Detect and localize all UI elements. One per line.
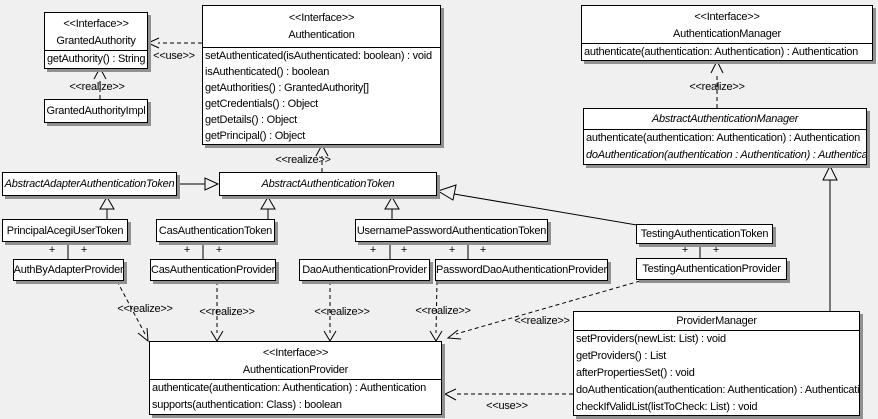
edge-label-realize: <<realize>> — [117, 303, 173, 315]
method: isAuthenticated() : boolean — [205, 66, 330, 78]
method: getAuthorities() : GrantedAuthority[] — [205, 82, 369, 94]
generalization-providermanager-to-abstractauthenticationmanager — [822, 164, 838, 311]
class-cas-authentication-provider[interactable]: CasAuthenticationProvider — [150, 259, 276, 281]
realize-testingprovider-line — [455, 280, 641, 335]
edge-label-realize: <<realize>> — [514, 315, 570, 327]
multiplicity-plus: + — [480, 244, 486, 256]
edge-label-realize: <<realize>> — [69, 81, 125, 93]
class-name: DaoAuthenticationProvider — [302, 264, 427, 276]
compartment-divider — [582, 43, 872, 44]
class-name: UsernamePasswordAuthenticationToken — [356, 224, 547, 237]
stereotype-label: <<Interface>> — [288, 12, 355, 24]
generalization-testingauthenticationtoken-to-abstractauthenticationtoken — [436, 184, 638, 226]
multiplicity-plus: + — [184, 244, 190, 256]
class-password-dao-authentication-provider[interactable]: PasswordDaoAuthenticationProvider — [435, 259, 608, 281]
multiplicity-plus: + — [49, 244, 55, 256]
generalization-usernamepasswordtoken-to-abstractauthenticationtoken — [384, 196, 400, 219]
class-name: GrantedAuthorityImpl — [46, 105, 146, 117]
class-username-password-authentication-token[interactable]: UsernamePasswordAuthenticationToken — [355, 219, 548, 242]
class-name: TestingAuthenticationToken — [640, 228, 769, 240]
compartment-divider — [574, 330, 859, 331]
class-abstract-adapter-authentication-token[interactable]: AbstractAdapterAuthenticationToken — [2, 172, 177, 196]
class-authentication[interactable]: <<Interface>> Authentication setAuthenti… — [202, 5, 441, 145]
multiplicity-plus: + — [713, 244, 719, 256]
method: getCredentials() : Object — [205, 98, 318, 110]
method: doAuthentication(authentication: Authent… — [576, 384, 859, 396]
method: authenticate(authentication: Authenticat… — [586, 132, 861, 144]
multiplicity-plus: + — [81, 244, 87, 256]
method-abstract: doAuthentication(authentication : Authen… — [586, 149, 866, 161]
class-name: GrantedAuthority — [56, 35, 136, 47]
stereotype-label: <<Interface>> — [694, 11, 760, 23]
method: afterPropertiesSet() : void — [576, 367, 695, 379]
class-authentication-provider[interactable]: <<Interface>> AuthenticationProvider aut… — [149, 341, 442, 415]
class-testing-authentication-token[interactable]: TestingAuthenticationToken — [636, 224, 773, 244]
class-auth-by-adapter-provider[interactable]: AuthByAdapterProvider — [13, 259, 124, 281]
class-principal-acegi-user-token[interactable]: PrincipalAcegiUserToken — [2, 219, 128, 242]
compartment-divider — [584, 129, 866, 130]
edge-label-realize: <<realize>> — [199, 306, 255, 318]
stereotype-label: <<Interface>> — [63, 18, 129, 30]
class-name: AbstractAuthenticationToken — [261, 178, 395, 190]
method: getPrincipal() : Object — [205, 130, 306, 142]
method: getAuthority() : String — [47, 53, 146, 65]
method: supports(authentication: Class) : boolea… — [152, 399, 342, 411]
edge-label-realize: <<realize>> — [275, 154, 331, 166]
compartment-divider — [45, 50, 147, 51]
method: getDetails() : Object — [205, 114, 297, 126]
generalization-abstractadapter-to-abstractauthenticationtoken — [178, 177, 220, 191]
edge-label-realize: <<realize>> — [689, 81, 745, 93]
class-dao-authentication-provider[interactable]: DaoAuthenticationProvider — [299, 259, 430, 281]
class-name: AuthenticationProvider — [242, 364, 349, 376]
method: getProviders() : List — [576, 350, 667, 362]
multiplicity-plus: + — [449, 244, 455, 256]
generalization-principalacegiusertoken-to-abstractadapter — [99, 196, 115, 219]
edge-label-use: <<use>> — [153, 50, 195, 62]
class-name: PasswordDaoAuthenticationProvider — [436, 264, 607, 276]
edge-label-use: <<use>> — [486, 400, 528, 412]
class-testing-authentication-provider[interactable]: TestingAuthenticationProvider — [636, 258, 787, 280]
class-name: AbstractAuthenticationManager — [651, 113, 799, 125]
edge-label-realize: <<realize>> — [314, 306, 370, 318]
multiplicity-marks: + + + + + + + + + + — [49, 244, 719, 256]
class-name: AuthByAdapterProvider — [13, 264, 124, 276]
compartment-divider — [203, 47, 440, 48]
class-provider-manager[interactable]: ProviderManager setProviders(newList: Li… — [573, 311, 860, 416]
realize-authbyadapterprovider-line — [116, 280, 146, 335]
class-abstract-authentication-token[interactable]: AbstractAuthenticationToken — [219, 172, 437, 196]
multiplicity-plus: + — [682, 244, 688, 256]
multiplicity-plus: + — [401, 244, 407, 256]
multiplicity-plus: + — [216, 244, 222, 256]
class-name: AuthenticationManager — [673, 28, 781, 40]
class-name: CasAuthenticationProvider — [151, 264, 275, 276]
stereotype-label: <<Interface>> — [262, 347, 329, 359]
generalization-casauthenticationtoken-to-abstractauthenticationtoken — [260, 196, 276, 219]
method: checkIfValidList(listToCheck: List) : vo… — [576, 401, 758, 413]
method: authenticate(authentication: Authenticat… — [584, 46, 859, 58]
multiplicity-plus: + — [370, 244, 376, 256]
edge-label-realize: <<realize>> — [415, 305, 471, 317]
class-name: PrincipalAcegiUserToken — [6, 224, 124, 237]
compartment-divider — [150, 379, 441, 380]
class-name: TestingAuthenticationProvider — [642, 263, 781, 275]
method: authenticate(authentication: Authenticat… — [152, 382, 427, 394]
class-granted-authority-impl[interactable]: GrantedAuthorityImpl — [44, 99, 148, 123]
class-name: AbstractAdapterAuthenticationToken — [4, 178, 175, 190]
class-granted-authority[interactable]: <<Interface>> GrantedAuthority getAuthor… — [44, 12, 148, 69]
method: setProviders(newList: List) : void — [576, 333, 726, 345]
class-authentication-manager[interactable]: <<Interface>> AuthenticationManager auth… — [581, 5, 873, 61]
class-name: ProviderManager — [676, 315, 757, 327]
class-cas-authentication-token[interactable]: CasAuthenticationToken — [156, 219, 275, 242]
class-name: Authentication — [288, 29, 355, 41]
class-abstract-authentication-manager[interactable]: AbstractAuthenticationManager authentica… — [583, 108, 867, 165]
class-name: CasAuthenticationToken — [158, 224, 273, 237]
method: setAuthenticated(isAuthenticated: boolea… — [205, 50, 432, 62]
realize-passworddaoprovider-line — [435, 280, 438, 334]
